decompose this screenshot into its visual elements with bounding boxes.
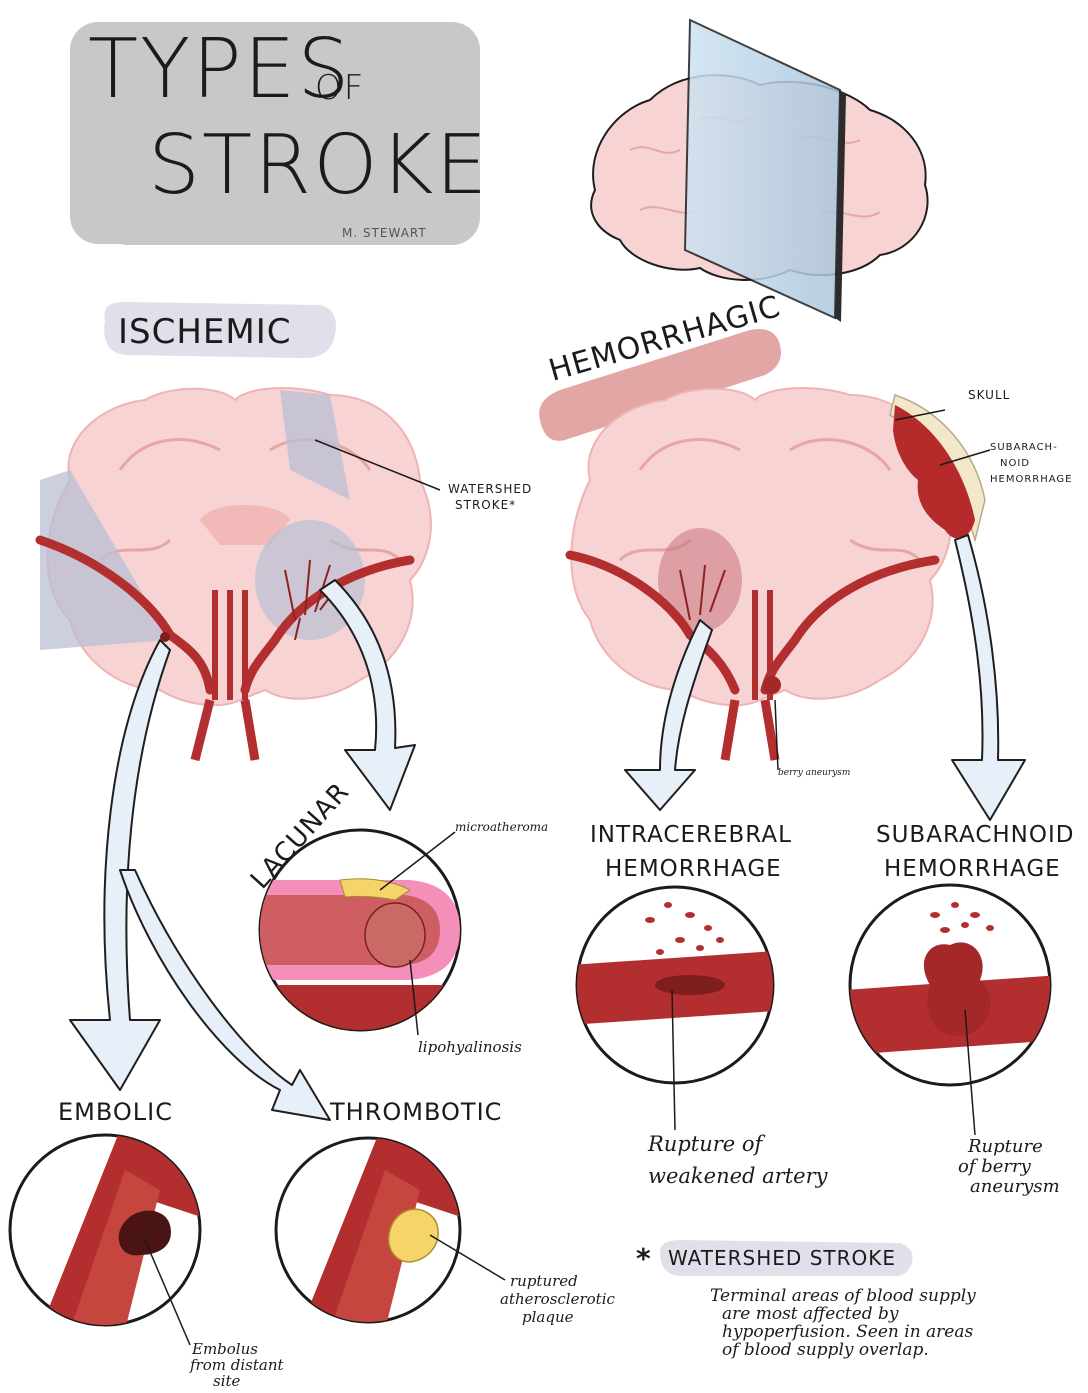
ich-heading-2: HEMORRHAGE xyxy=(605,856,782,882)
embolic-inset xyxy=(10,1130,210,1345)
brain-coronal-ischemic xyxy=(40,388,431,760)
footnote-star: * xyxy=(636,1242,651,1275)
rupture-berry-3: aneurysm xyxy=(970,1176,1060,1197)
sah-label-2: NOID xyxy=(1000,458,1030,469)
embolic-label: EMBOLIC xyxy=(58,1098,173,1126)
footnote-line-4: of blood supply overlap. xyxy=(722,1340,929,1360)
brain-3d-illustration xyxy=(591,20,927,322)
microatheroma-label: microatheroma xyxy=(455,820,548,834)
embolus-label-3: site xyxy=(213,1372,240,1390)
sah-label-3: HEMORRHAGE xyxy=(990,474,1073,485)
lipohyalinosis-label: lipohyalinosis xyxy=(418,1038,522,1056)
sah-label-1: SUBARACH- xyxy=(990,442,1058,453)
berry-aneurysm-label: berry aneurysm xyxy=(778,768,850,778)
rupture-berry-1: Rupture xyxy=(968,1136,1043,1157)
ischemic-heading: ISCHEMIC xyxy=(118,312,292,352)
footnote-line-2: are most affected by xyxy=(722,1304,898,1324)
footnote-line-1: Terminal areas of blood supply xyxy=(710,1286,976,1306)
ich-heading-1: INTRACEREBRAL xyxy=(590,822,792,848)
sub-heading-2: HEMORRHAGE xyxy=(884,856,1061,882)
intracerebral-inset xyxy=(570,887,790,1130)
plaque-label-2: atherosclerotic xyxy=(500,1290,615,1308)
rupture-berry-2: of berry xyxy=(958,1156,1031,1177)
thrombotic-label: THROMBOTIC xyxy=(330,1098,502,1126)
rupture-weakened-2: weakened artery xyxy=(648,1164,827,1188)
rupture-weakened-1: Rupture of xyxy=(648,1132,762,1156)
watershed-label-2: STROKE* xyxy=(455,498,516,512)
brain-coronal-hemorrhagic xyxy=(570,388,990,770)
subarachnoid-inset xyxy=(845,885,1060,1135)
footnote-heading: WATERSHED STROKE xyxy=(668,1246,896,1270)
footnote-line-3: hypoperfusion. Seen in areas xyxy=(722,1322,973,1342)
plaque-label-3: plaque xyxy=(522,1308,573,1326)
plaque-label-1: ruptured xyxy=(510,1272,578,1290)
sub-heading-1: SUBARACHNOID xyxy=(876,822,1074,848)
watershed-label: WATERSHED xyxy=(448,482,532,496)
skull-label: SKULL xyxy=(968,388,1010,402)
thrombotic-inset xyxy=(276,1130,505,1330)
